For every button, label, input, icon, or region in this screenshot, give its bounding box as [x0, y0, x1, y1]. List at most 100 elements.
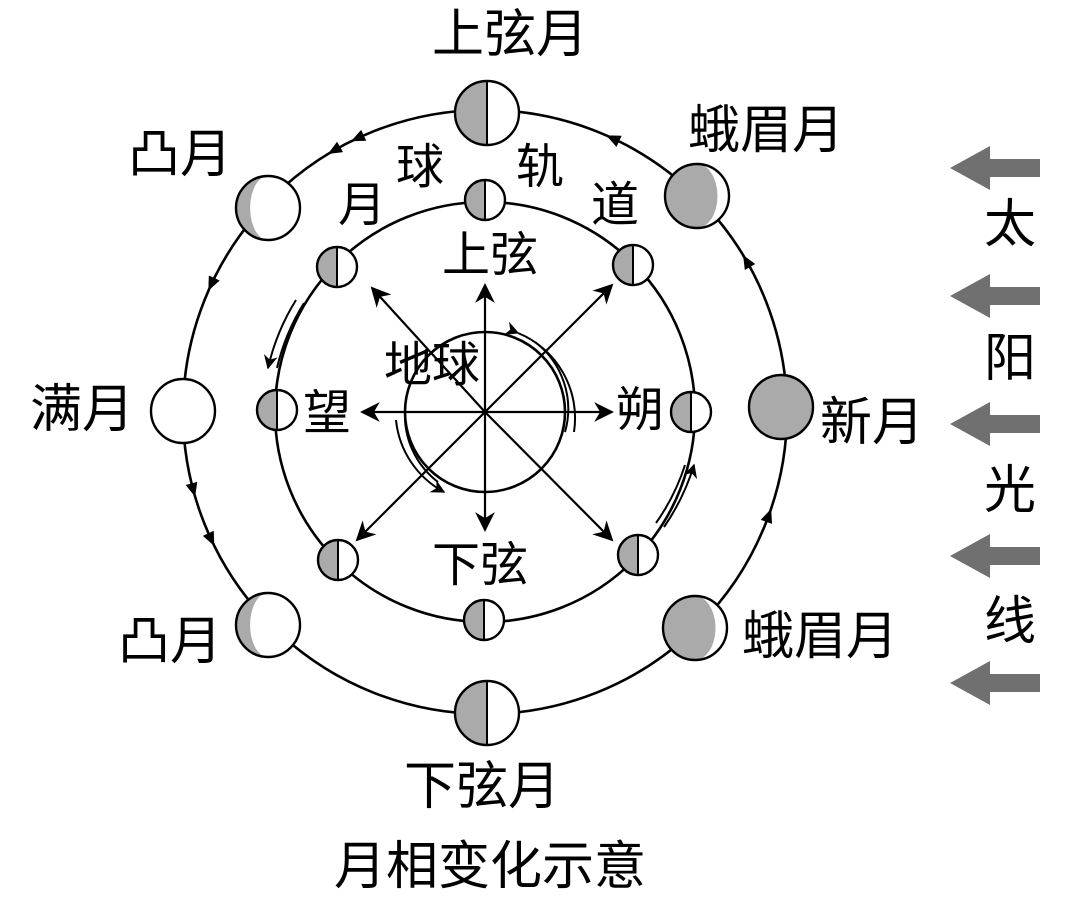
outer-moon-waning-gibbous-lit [250, 593, 300, 657]
inner-orbit-arrow-right [663, 463, 698, 528]
label-inner-new: 朔 [616, 382, 664, 438]
axis-up-left [370, 286, 486, 413]
outer-moon-waning-gibbous [234, 591, 302, 659]
outer-orbit-arrowhead-6 [351, 129, 367, 142]
sunlight-arrow-5 [950, 661, 1040, 705]
label-new-moon: 新月 [820, 393, 924, 453]
sunlight-arrows [950, 146, 1040, 705]
sunlight-arrow-2 [950, 274, 1040, 318]
label-orbit-char-1: 月 [338, 177, 386, 233]
moons [149, 79, 815, 747]
earth-axes [355, 283, 614, 542]
label-inner-last-quarter: 下弦 [432, 537, 528, 593]
inner-moon-top-left-edge [315, 245, 359, 289]
rotation-arrow-left-outer [395, 419, 446, 493]
inner-moon-bottom [462, 598, 506, 642]
outer-orbit-direction-arrows [185, 129, 773, 546]
label-waxing-crescent: 蛾眉月 [688, 101, 844, 161]
label-waning-crescent: 蛾眉月 [742, 607, 898, 667]
outer-moon-waning-crescent-edge [661, 594, 729, 662]
inner-moon-left [255, 388, 299, 432]
inner-orbit-arrow-left [263, 299, 297, 370]
inner-moon-top-left [315, 245, 359, 289]
outer-orbit-arrowhead-5 [208, 275, 220, 291]
outer-moon-full [149, 377, 217, 445]
outer-moon-waning-gibbous-edge [234, 591, 302, 659]
outer-moon-waning-crescent [661, 594, 729, 662]
label-waning-gibbous: 凸月 [118, 612, 222, 672]
outer-moon-waxing-crescent-lit [697, 164, 729, 228]
outer-orbit-arrowhead-7 [606, 135, 622, 147]
label-orbit-char-4: 道 [591, 177, 639, 233]
outer-moon-new [747, 373, 815, 441]
sunlight-arrow-1 [950, 146, 1040, 190]
outer-orbit-arrowhead-9 [760, 508, 773, 524]
inner-moon-top-right-edge [611, 243, 655, 287]
inner-moon-top-edge [463, 178, 507, 222]
outer-moon-waxing-gibbous-edge [234, 174, 302, 242]
label-first-quarter-moon: 上弦月 [432, 5, 588, 65]
inner-orbit-arrow-left-2 [276, 302, 305, 369]
rotation-arrow-right-inner [534, 341, 570, 433]
axis-down-right [484, 411, 614, 542]
outer-orbit-arrowhead-8 [743, 254, 756, 271]
outer-moon-waxing-crescent [663, 162, 731, 230]
inner-moon-top-lit [484, 180, 505, 220]
outer-moon-last-quarter-lit [486, 681, 519, 745]
sunlight-arrow-3 [950, 402, 1040, 446]
outer-moon-waxing-gibbous-lit [250, 176, 300, 240]
outer-moon-first-quarter-lit [486, 81, 519, 145]
inner-orbit-arrow-right-2 [655, 464, 686, 524]
inner-moon-bottom-right-edge [616, 533, 660, 577]
inner-moon-bottom-edge [462, 598, 506, 642]
outer-moon-waxing-gibbous [234, 174, 302, 242]
earth-rotation-arrows [395, 321, 577, 493]
outer-moon-new-dark [749, 375, 813, 439]
outer-orbit-arrowhead-2 [327, 141, 344, 154]
inner-moon-left-lit [276, 390, 297, 430]
label-sunlight-char-2: 阳 [984, 329, 1036, 389]
outer-orbit-arrowhead-4 [202, 530, 215, 546]
label-earth: 地球 [384, 337, 480, 393]
label-orbit-char-2: 球 [396, 139, 444, 195]
label-last-quarter-moon: 下弦月 [404, 757, 560, 817]
outer-moon-last-quarter [453, 679, 521, 747]
outer-orbit-arrowhead-3 [185, 481, 198, 497]
caption: 月相变化示意 [334, 837, 646, 897]
axis-up-right [484, 283, 614, 413]
label-sunlight-char-4: 线 [984, 592, 1036, 652]
inner-moon-bottom-left [316, 538, 360, 582]
label-inner-first-quarter: 上弦 [442, 227, 538, 283]
inner-moon-right-lit [690, 392, 711, 432]
rotation-arrow-right-outer [503, 321, 577, 433]
inner-moon-left-edge [255, 388, 299, 432]
label-inner-full: 望 [303, 385, 351, 441]
inner-moon-top-right [611, 243, 655, 287]
outer-moon-new-edge [747, 373, 815, 441]
outer-moon-waxing-crescent-edge [663, 162, 731, 230]
label-orbit-char-3: 轨 [516, 139, 564, 195]
label-full-moon: 满月 [30, 380, 134, 440]
inner-moon-bottom-right [616, 533, 660, 577]
inner-moon-top-right-lit [632, 245, 653, 285]
sunlight-arrow-4 [950, 534, 1040, 578]
inner-moon-top [463, 178, 507, 222]
outer-moon-full-edge [149, 377, 217, 445]
outer-moon-first-quarter-edge [453, 79, 521, 147]
inner-moon-bottom-left-edge [316, 538, 360, 582]
outer-moon-first-quarter [453, 79, 521, 147]
outer-moon-waning-crescent-dark [663, 596, 727, 660]
label-sunlight-char-3: 光 [984, 461, 1036, 521]
label-waxing-gibbous: 凸月 [128, 125, 232, 185]
rotation-arrow-left-inner [404, 419, 439, 483]
inner-orbit-direction-arrows [263, 299, 698, 528]
outer-moon-last-quarter-edge [453, 679, 521, 747]
inner-moon-bottom-left-lit [337, 540, 358, 580]
inner-moon-top-left-lit [336, 247, 357, 287]
inner-moon-right-edge [669, 390, 713, 434]
inner-moon-bottom-lit [483, 600, 504, 640]
outer-moon-full-lit [151, 379, 215, 443]
label-sunlight-char-1: 太 [984, 195, 1036, 255]
inner-moon-bottom-right-lit [637, 535, 658, 575]
